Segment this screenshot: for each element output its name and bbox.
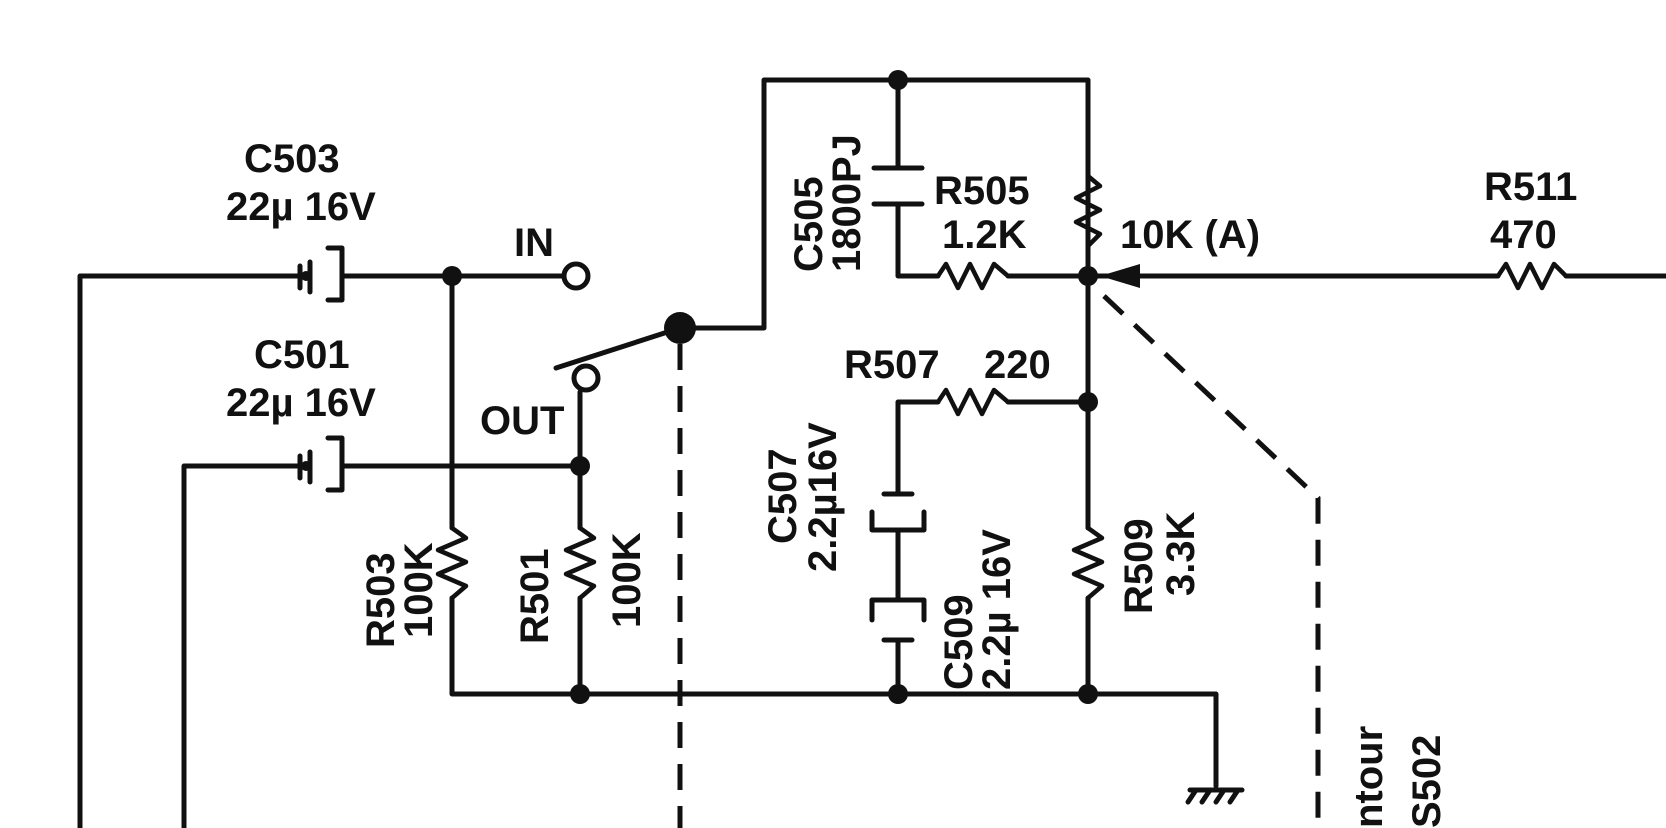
c505-value-label: 1800PJ — [825, 134, 869, 272]
junctions — [442, 70, 1098, 704]
ground-symbol — [1185, 787, 1245, 805]
c503-value-label: 22µ 16V — [226, 185, 376, 229]
r505-value-label: 1.2K — [942, 213, 1027, 257]
resistor-r501 — [563, 525, 597, 601]
switch-pivot — [664, 312, 696, 344]
r511-value-label: 470 — [1490, 213, 1557, 257]
r507-value-label: 220 — [984, 343, 1051, 387]
capacitor-c505 — [871, 165, 925, 207]
wire-c503-left — [77, 273, 303, 828]
r509-ref-label: R509 — [1117, 518, 1161, 614]
c501-ref-label: C501 — [254, 333, 350, 377]
wire-switch-top — [677, 77, 1091, 331]
cutoff-label-line2: S502 — [1405, 735, 1449, 828]
capacitor-c503 — [297, 245, 345, 303]
resistor-r509 — [1071, 525, 1105, 601]
c507-value-label: 2.2µ16V — [801, 422, 845, 572]
capacitor-c501 — [297, 435, 345, 493]
r511-ref-label: R511 — [1484, 165, 1577, 209]
wire-c507-r507 — [895, 399, 941, 497]
c509-ref-label: C509 — [937, 594, 981, 690]
pot-mechanical-link — [1102, 294, 1321, 828]
wire-c501-left — [181, 463, 303, 828]
potentiometer-value-label: 10K (A) — [1120, 213, 1260, 257]
switch-blade — [553, 325, 683, 371]
switch-out-terminal — [571, 363, 601, 393]
capacitor-c507 — [869, 491, 927, 551]
r509-value-label: 3.3K — [1159, 511, 1203, 596]
potentiometer-wiper-arrow — [1100, 264, 1140, 288]
r503-value-label: 100K — [397, 542, 441, 638]
resistor-r511 — [1495, 261, 1569, 291]
capacitor-c509 — [869, 597, 927, 649]
c509-value-label: 2.2µ 16V — [975, 529, 1019, 690]
switch-in-label: IN — [514, 221, 554, 265]
switch-in-terminal — [561, 261, 591, 291]
r501-value-label: 100K — [605, 532, 649, 628]
resistor-r503 — [435, 525, 469, 601]
resistor-r507 — [935, 387, 1011, 417]
potentiometer-10k — [1073, 173, 1103, 279]
resistor-r505 — [935, 261, 1011, 291]
wire-c505-r505 — [895, 201, 941, 279]
wire-ground-bus — [449, 595, 1219, 789]
r505-ref-label: R505 — [934, 169, 1030, 213]
r507-ref-label: R507 — [844, 343, 940, 387]
c503-ref-label: C503 — [244, 137, 340, 181]
r503-ref-label: R503 — [359, 552, 403, 648]
switch-in-out — [553, 261, 696, 393]
cutoff-label-line1: ntour — [1347, 726, 1391, 828]
c501-value-label: 22µ 16V — [226, 381, 376, 425]
r501-ref-label: R501 — [513, 548, 557, 644]
switch-out-label: OUT — [480, 399, 564, 443]
c505-ref-label: C505 — [787, 176, 831, 272]
c507-ref-label: C507 — [761, 448, 805, 544]
